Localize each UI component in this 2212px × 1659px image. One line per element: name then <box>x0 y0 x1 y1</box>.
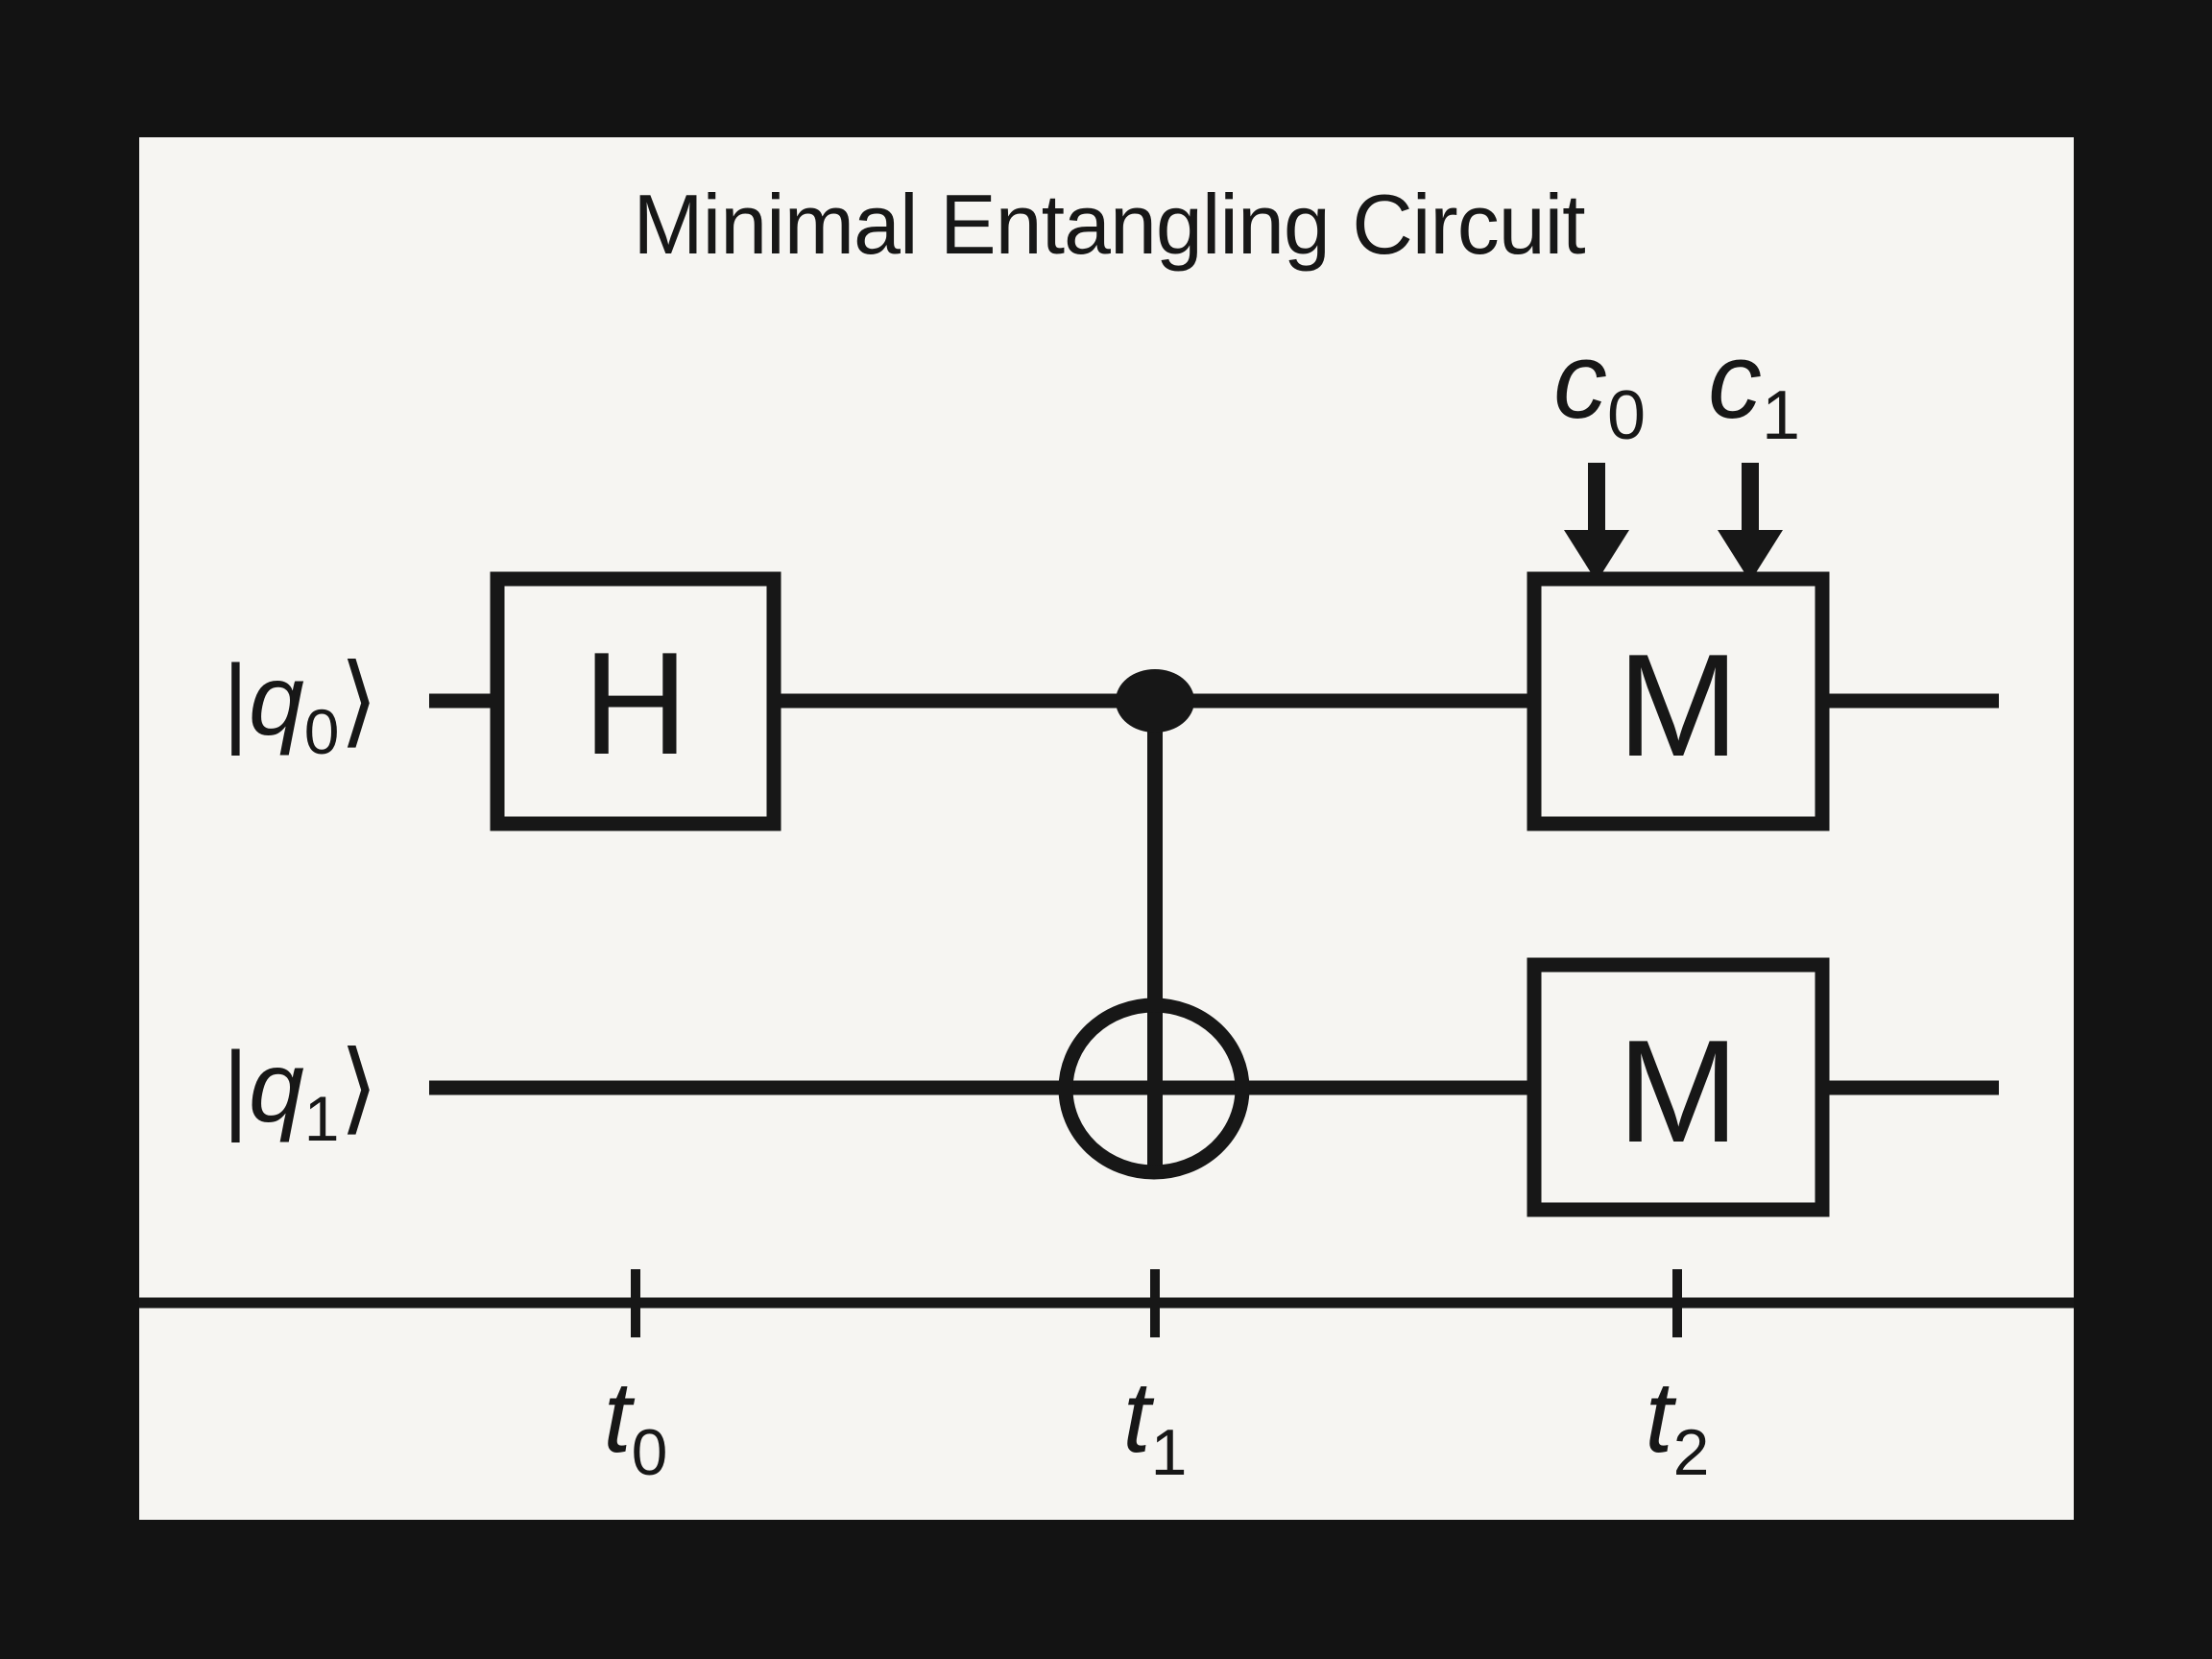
hadamard-gate-letter: H <box>583 622 688 785</box>
qubit1-bra: | <box>223 1032 249 1143</box>
t1-subscript: 1 <box>1151 1416 1188 1489</box>
classical-bit0-arrow <box>1564 463 1629 582</box>
measurement-q1-box <box>1527 957 1830 1217</box>
qubit0-bra: | <box>223 645 249 757</box>
qubit0-ket-bracket: ⟩ <box>340 641 379 758</box>
qubit0-letter: q <box>249 645 304 757</box>
classical-bit1-arrow <box>1718 463 1783 582</box>
qubit1-ket-bracket: ⟩ <box>340 1028 379 1145</box>
c1-arrowhead-icon <box>1718 530 1783 582</box>
classical-bit0-label: c0 <box>1553 321 1646 454</box>
measurement-gate-q0: M <box>1527 571 1830 831</box>
qubit1-letter: q <box>249 1032 304 1143</box>
diagram-title: Minimal Entangling Circuit <box>633 177 1585 272</box>
classical-bit1-label: c1 <box>1708 321 1800 454</box>
measurement-gate-q1: M <box>1527 957 1830 1217</box>
c1-letter: c <box>1708 321 1762 441</box>
measurement-q0-letter: M <box>1618 624 1740 787</box>
time-label-t0: t0 <box>603 1361 667 1489</box>
t1-letter: t <box>1122 1361 1154 1474</box>
t0-letter: t <box>603 1361 635 1474</box>
cnot-target-circle <box>1058 998 1250 1180</box>
c1-subscript: 1 <box>1762 377 1800 454</box>
c1-arrow-shaft <box>1742 463 1759 532</box>
hadamard-gate: H <box>490 571 781 831</box>
c0-subscript: 0 <box>1607 377 1646 454</box>
t2-subscript: 2 <box>1673 1416 1710 1489</box>
cnot-gate <box>1058 669 1250 1180</box>
c0-arrow-shaft <box>1588 463 1605 532</box>
qubit1-ket-label: |q1⟩ <box>223 1028 378 1154</box>
time-label-t1: t1 <box>1122 1361 1187 1489</box>
c0-letter: c <box>1553 321 1607 441</box>
measurement-q1-letter: M <box>1618 1010 1740 1173</box>
measurement-q0-box <box>1527 571 1830 831</box>
time-axis: t0 t1 t2 <box>139 1269 2074 1489</box>
t0-subscript: 0 <box>632 1416 668 1489</box>
cnot-control-dot <box>1116 669 1194 733</box>
t2-letter: t <box>1645 1361 1676 1474</box>
qubit1-subscript: 1 <box>304 1083 340 1154</box>
qubit0-ket-label: |q0⟩ <box>223 641 378 767</box>
hadamard-gate-box <box>490 571 781 831</box>
c0-arrowhead-icon <box>1564 530 1629 582</box>
time-label-t2: t2 <box>1645 1361 1709 1489</box>
qubit0-subscript: 0 <box>304 696 340 767</box>
